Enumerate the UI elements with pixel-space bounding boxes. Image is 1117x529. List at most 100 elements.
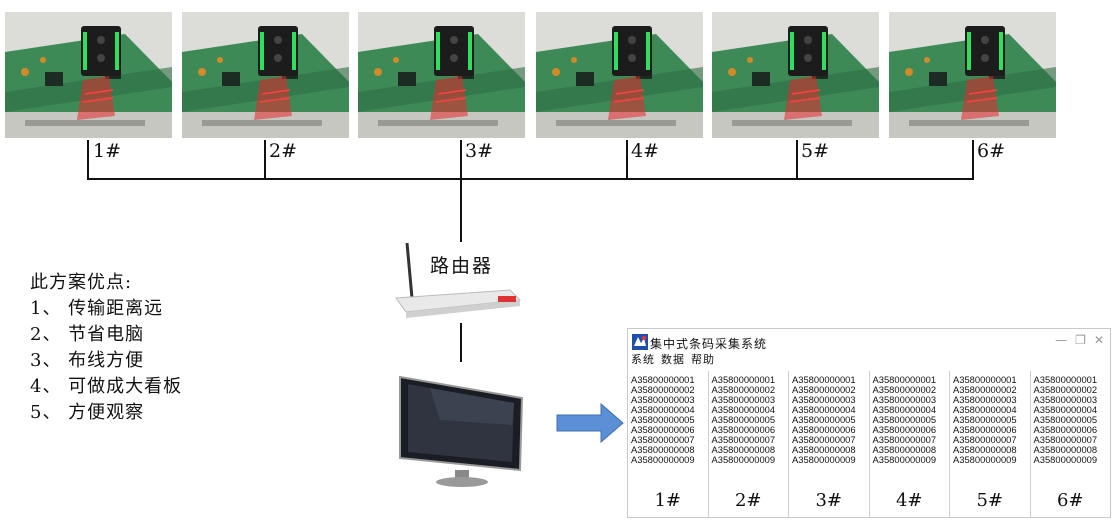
barcode-entry: A35800000001 xyxy=(711,374,776,385)
camera-label-2: 2# xyxy=(269,140,298,162)
barcode-entry: A35800000005 xyxy=(1033,414,1098,425)
menu-data[interactable]: 数据 xyxy=(661,353,685,366)
window-controls: — ❐ ✕ xyxy=(1055,333,1104,347)
advantage-item: 3、 布线方便 xyxy=(30,350,145,371)
barcode-entry: A35800000001 xyxy=(872,374,937,385)
barcode-entry: A35800000009 xyxy=(711,454,776,465)
barcode-entry: A35800000007 xyxy=(792,434,856,445)
arrow-icon xyxy=(556,402,624,444)
window-title: 集中式条码采集系统 xyxy=(650,337,768,351)
barcode-entry: A35800000009 xyxy=(1033,454,1098,465)
barcode-entry: A35800000002 xyxy=(792,384,856,395)
barcode-entry: A35800000003 xyxy=(711,394,776,405)
barcode-entry: A35800000009 xyxy=(872,454,937,465)
barcode-entry: A35800000008 xyxy=(872,444,937,455)
menu-bar: 系统 数据 帮助 xyxy=(631,351,715,367)
barcode-entry: A35800000006 xyxy=(872,424,937,435)
column-label: 5# xyxy=(976,490,1004,511)
barcode-camera-panel-3 xyxy=(358,12,525,138)
barcode-entry: A35800000006 xyxy=(953,424,1017,435)
camera-label-1: 1# xyxy=(93,140,122,162)
camera-label-5: 5# xyxy=(801,140,830,162)
column-label: 3# xyxy=(815,490,843,511)
barcode-entry: A35800000004 xyxy=(1033,404,1098,415)
barcode-entry: A35800000007 xyxy=(631,434,695,445)
column-label: 2# xyxy=(734,490,762,511)
advantage-item: 4、 可做成大看板 xyxy=(30,376,183,397)
router-label: 路由器 xyxy=(430,255,494,277)
barcode-camera-panel-4 xyxy=(536,12,703,138)
barcode-entry: A35800000007 xyxy=(711,434,776,445)
barcode-entry: A35800000002 xyxy=(953,384,1017,395)
restore-icon[interactable]: ❐ xyxy=(1075,333,1086,347)
barcode-entry: A35800000008 xyxy=(792,444,856,455)
barcode-entry: A35800000002 xyxy=(711,384,776,395)
barcode-entry: A35800000009 xyxy=(792,454,856,465)
barcode-entry: A35800000008 xyxy=(953,444,1017,455)
barcode-entry: A35800000008 xyxy=(631,444,695,455)
barcode-entry: A35800000005 xyxy=(631,414,695,425)
barcode-entry: A35800000005 xyxy=(953,414,1017,425)
app-logo-icon xyxy=(632,334,648,350)
barcode-camera-panel-6 xyxy=(889,12,1056,138)
barcode-entry: A35800000002 xyxy=(872,384,937,395)
barcode-entry: A35800000003 xyxy=(953,394,1017,405)
barcode-camera-panel-5 xyxy=(712,12,879,138)
advantage-item: 5、 方便观察 xyxy=(30,402,145,423)
barcode-entry: A35800000007 xyxy=(872,434,937,445)
barcode-camera-panel-1 xyxy=(5,12,172,138)
barcode-entry: A35800000006 xyxy=(1033,424,1098,435)
column-label: 4# xyxy=(895,490,923,511)
barcode-entry: A35800000005 xyxy=(792,414,856,425)
barcode-entry: A35800000003 xyxy=(631,394,695,405)
barcode-entry: A35800000003 xyxy=(872,394,937,405)
barcode-entry: A35800000006 xyxy=(631,424,695,435)
advantage-item: 1、 传输距离远 xyxy=(30,298,164,319)
barcode-entry: A35800000001 xyxy=(792,374,856,385)
menu-help[interactable]: 帮助 xyxy=(691,353,715,366)
minimize-icon[interactable]: — xyxy=(1055,333,1068,347)
barcode-entry: A35800000003 xyxy=(1033,394,1098,405)
column-label: 1# xyxy=(654,490,682,511)
advantages-title: 此方案优点: xyxy=(30,272,133,293)
menu-system[interactable]: 系统 xyxy=(631,353,655,366)
barcode-entry: A35800000009 xyxy=(953,454,1017,465)
barcode-camera-panel-2 xyxy=(182,12,349,138)
barcode-entry: A35800000004 xyxy=(711,404,776,415)
barcode-entry: A35800000002 xyxy=(1033,384,1098,395)
barcode-entry: A35800000004 xyxy=(872,404,937,415)
barcode-entry: A35800000001 xyxy=(953,374,1017,385)
barcode-entry: A35800000004 xyxy=(953,404,1017,415)
close-icon[interactable]: ✕ xyxy=(1093,333,1104,347)
barcode-entry: A35800000008 xyxy=(1033,444,1098,455)
barcode-entry: A35800000005 xyxy=(711,414,776,425)
barcode-entry: A35800000006 xyxy=(711,424,776,435)
advantages-list: 此方案优点: 1、 传输距离远 2、 节省电脑 3、 布线方便 4、 可做成大看… xyxy=(30,270,182,426)
barcode-entry: A35800000007 xyxy=(953,434,1017,445)
barcode-entry: A35800000004 xyxy=(792,404,856,415)
barcode-entry: A35800000009 xyxy=(631,454,695,465)
router-icon xyxy=(395,242,522,318)
barcode-entry: A35800000007 xyxy=(1033,434,1098,445)
camera-label-4: 4# xyxy=(631,140,660,162)
barcode-entry: A35800000008 xyxy=(711,444,776,455)
barcode-entry: A35800000001 xyxy=(631,374,695,385)
camera-label-3: 3# xyxy=(465,140,494,162)
monitor-icon xyxy=(399,375,524,487)
camera-label-6: 6# xyxy=(977,140,1006,162)
barcode-entry: A35800000002 xyxy=(631,384,695,395)
advantage-item: 2、 节省电脑 xyxy=(30,324,145,345)
barcode-entry: A35800000004 xyxy=(631,404,695,415)
column-label: 6# xyxy=(1056,490,1084,511)
barcode-entry: A35800000006 xyxy=(792,424,856,435)
barcode-entry: A35800000005 xyxy=(872,414,937,425)
